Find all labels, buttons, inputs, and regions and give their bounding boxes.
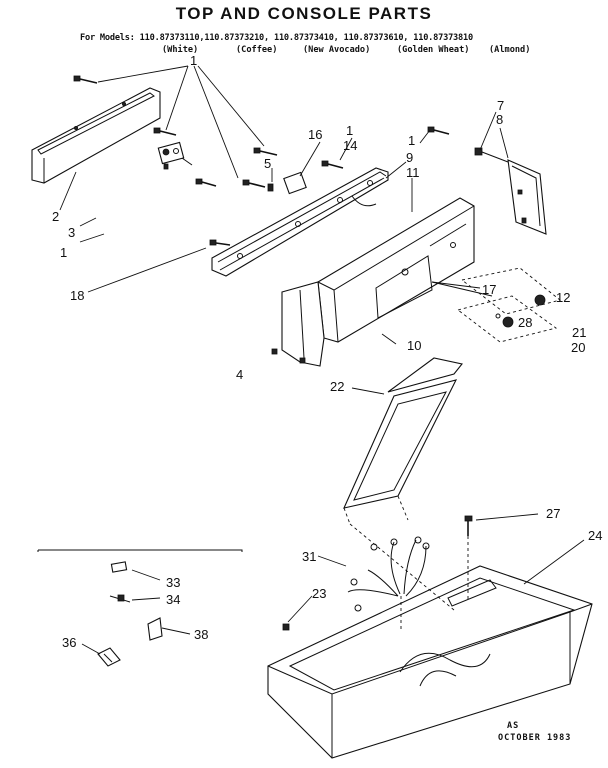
- callout-12: 12: [556, 290, 571, 305]
- inset-parts-box: [37, 549, 243, 667]
- part-31-wire-harness: [347, 536, 430, 630]
- callout-5: 5: [264, 156, 272, 171]
- callout-27: 27: [546, 506, 561, 521]
- color-white: (White): [162, 45, 199, 55]
- callout-20: 20: [571, 340, 586, 355]
- callout-7: 7: [497, 98, 505, 113]
- page-title: TOP AND CONSOLE PARTS: [175, 4, 433, 23]
- callout-1-left: 1: [60, 245, 68, 260]
- part-1-screws: [73, 75, 450, 246]
- part-24-top-panel: [267, 523, 593, 759]
- part-4-end-cap: [271, 281, 325, 367]
- callout-1-mid: 1: [346, 123, 354, 138]
- callout-34: 34: [166, 592, 181, 607]
- part-27-screw: [464, 515, 473, 600]
- models-line: For Models: 110.87373110,110.87373210, 1…: [80, 33, 473, 43]
- callout-10: 10: [407, 338, 422, 353]
- callout-4: 4: [236, 367, 244, 382]
- color-coffee: (Coffee): [236, 45, 278, 55]
- callout-31: 31: [302, 549, 317, 564]
- footer-date: OCTOBER 1983: [498, 733, 572, 743]
- callout-18: 18: [70, 288, 85, 303]
- part-2-bracket: [31, 87, 161, 184]
- part-12-28-knob-assembly: [431, 267, 561, 343]
- callout-17: 17: [482, 282, 497, 297]
- callout-1-right: 1: [408, 133, 416, 148]
- part-11-console: [317, 197, 475, 343]
- callout-22: 22: [330, 379, 345, 394]
- callout-8: 8: [496, 112, 504, 127]
- part-22-pad: [343, 357, 463, 525]
- callout-14: 14: [343, 138, 358, 153]
- callout-36: 36: [62, 635, 77, 650]
- callout-2: 2: [52, 209, 60, 224]
- callout-9: 9: [406, 150, 414, 165]
- color-golden-wheat: (Golden Wheat): [397, 45, 470, 55]
- callout-28: 28: [518, 315, 533, 330]
- callout-16: 16: [308, 127, 323, 142]
- color-new-avocado: (New Avocado): [303, 45, 371, 55]
- callout-3: 3: [68, 225, 76, 240]
- part-9-rail: [211, 167, 389, 277]
- part-7-8-bracket: [474, 147, 547, 235]
- callout-24: 24: [588, 528, 603, 543]
- leader-lines: [59, 65, 585, 655]
- callout-38: 38: [194, 627, 209, 642]
- part-3-terminal-block: [157, 141, 193, 170]
- callout-21: 21: [572, 325, 587, 340]
- callout-33: 33: [166, 575, 181, 590]
- callout-11: 11: [406, 165, 420, 180]
- callout-1-top: 1: [190, 53, 198, 68]
- callout-23: 23: [312, 586, 327, 601]
- color-almond: (Almond): [489, 45, 531, 55]
- part-23-clip: [282, 623, 290, 631]
- footer-as: AS: [507, 721, 520, 731]
